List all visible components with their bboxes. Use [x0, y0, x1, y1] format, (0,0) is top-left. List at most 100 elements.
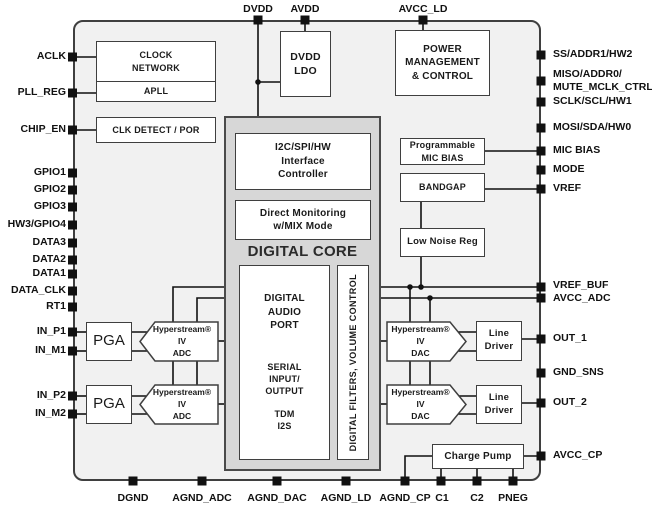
low-noise-reg-block: Low Noise Reg — [400, 228, 485, 257]
pin-label-hw3-gpio4: HW3/GPIO4 — [7, 218, 66, 230]
pin-dgnd — [128, 476, 138, 486]
pin-label-ss-addr1-hw2: SS/ADDR1/HW2 — [553, 48, 633, 60]
junction-dvdd — [255, 79, 261, 85]
pin-label-c2: C2 — [470, 492, 484, 504]
pin-agnd-dac — [272, 476, 282, 486]
pin-avdd — [300, 15, 310, 25]
pin-out2 — [536, 398, 546, 408]
pin-label-mosi-sda-hw0: MOSI/SDA/HW0 — [553, 121, 632, 133]
pin-label-data1: DATA1 — [32, 267, 66, 279]
dap-tdm-i2s-label: TDM I2S — [274, 409, 295, 432]
pin-label-agnd-ld: AGND_LD — [320, 492, 372, 504]
pin-label-agnd-dac: AGND_DAC — [247, 492, 307, 504]
dap-title: DIGITAL AUDIO PORT — [264, 293, 305, 331]
line-driver1-block: Line Driver — [476, 321, 522, 361]
pin-label-dvdd: DVDD — [243, 3, 273, 15]
pin-label-gnd-sns: GND_SNS — [553, 366, 604, 378]
programmable-mic-bias-block: Programmable MIC BIAS — [400, 138, 485, 165]
pin-label-dgnd: DGND — [117, 492, 149, 504]
pin-agnd-cp — [400, 476, 410, 486]
dap-serial-label: SERIAL INPUT/ OUTPUT — [265, 362, 304, 397]
pin-in-m1 — [68, 346, 77, 356]
pin-avcc-adc — [536, 293, 546, 303]
pin-mic-bias — [536, 146, 546, 156]
clock-network-block: CLOCK NETWORK APLL — [96, 41, 216, 102]
pin-mode — [536, 165, 546, 175]
pin-out1 — [536, 334, 546, 344]
pin-label-gpio1: GPIO1 — [33, 166, 66, 178]
digital-filters-block: DIGITAL FILTERS, VOLUME CONTROL — [337, 265, 369, 460]
line-driver2-block: Line Driver — [476, 385, 522, 424]
clk-detect-por-block: CLK DETECT / POR — [96, 117, 216, 143]
pin-label-chip-en: CHIP_EN — [20, 123, 66, 135]
pin-data3 — [68, 238, 77, 248]
wire-chargepump-agnd-cp — [404, 455, 433, 481]
pin-agnd-adc — [197, 476, 207, 486]
digital-audio-port-block: DIGITAL AUDIO PORT SERIAL INPUT/ OUTPUT … — [239, 265, 330, 460]
pin-label-agnd-adc: AGND_ADC — [172, 492, 232, 504]
pin-label-out1: OUT_1 — [553, 332, 587, 344]
adc1-shape — [139, 321, 219, 362]
pin-label-avcc-adc: AVCC_ADC — [553, 292, 611, 304]
wire-adc1-bus-a — [172, 286, 225, 322]
pin-dvdd — [253, 15, 263, 25]
dac2-shape — [386, 384, 467, 425]
dvdd-ldo-block: DVDD LDO — [280, 31, 331, 97]
pin-vref-buf — [536, 282, 546, 292]
pin-label-rt1: RT1 — [46, 300, 66, 312]
pga1-block: PGA — [86, 322, 132, 361]
pin-label-avcc-cp: AVCC_CP — [553, 449, 603, 461]
pin-label-aclk: ACLK — [36, 50, 66, 62]
interface-controller-block: I2C/SPI/HW Interface Controller — [235, 133, 371, 190]
pin-gnd-sns — [536, 368, 546, 378]
pin-pneg — [508, 476, 518, 486]
apll-label: APLL — [97, 81, 215, 101]
pin-label-agnd-cp: AGND_CP — [379, 492, 431, 504]
junction-avcc-adc — [427, 295, 433, 301]
pin-label-gpio2: GPIO2 — [33, 183, 66, 195]
pin-hw3-gpio4 — [68, 220, 77, 230]
pin-label-pneg: PNEG — [498, 492, 528, 504]
pin-label-in-m1: IN_M1 — [35, 344, 66, 356]
junction-vref-buf-b — [418, 284, 424, 290]
pin-in-m2 — [68, 409, 77, 419]
pin-label-avdd: AVDD — [290, 3, 320, 15]
pin-gpio3 — [68, 202, 77, 212]
pin-agnd-ld — [341, 476, 351, 486]
pin-label-pll-reg: PLL_REG — [17, 86, 66, 98]
pin-in-p2 — [68, 391, 77, 401]
pin-sclk-scl-hw1 — [536, 97, 546, 107]
direct-monitoring-block: Direct Monitoring w/MIX Mode — [235, 200, 371, 240]
pin-mosi-sda-hw0 — [536, 123, 546, 133]
adc1-label: Hyperstream® IV ADC — [152, 324, 212, 358]
wires — [73, 20, 541, 481]
junction-dots — [255, 79, 433, 301]
pin-c2 — [472, 476, 482, 486]
pin-data1 — [68, 269, 77, 279]
pin-ss-addr1-hw2 — [536, 50, 546, 60]
wire-adc1-bus-b — [196, 297, 225, 322]
pin-data-clk — [68, 286, 77, 296]
digital-filters-label: DIGITAL FILTERS, VOLUME CONTROL — [347, 273, 358, 452]
pin-label-out2: OUT_2 — [553, 396, 587, 408]
pin-rt1 — [68, 302, 77, 312]
adc2-label: Hyperstream® IV ADC — [152, 387, 212, 421]
pin-label-in-p1: IN_P1 — [36, 325, 66, 337]
pin-label-data2: DATA2 — [32, 253, 66, 265]
pin-label-in-p2: IN_P2 — [36, 389, 66, 401]
pin-label-mode: MODE — [553, 163, 585, 175]
pin-label-vref: VREF — [553, 182, 582, 194]
pin-label-avcc-ld: AVCC_LD — [398, 3, 448, 15]
pin-c1 — [436, 476, 446, 486]
pin-label-mic-bias: MIC BIAS — [553, 144, 601, 156]
pin-aclk — [68, 52, 77, 62]
pin-label-c1: C1 — [435, 492, 449, 504]
pin-label-data-clk: DATA_CLK — [10, 284, 66, 296]
dac1-label: Hyperstream® IV DAC — [391, 324, 450, 358]
pin-pll-reg — [68, 88, 77, 98]
pin-in-p1 — [68, 327, 77, 337]
pin-data2 — [68, 255, 77, 265]
pin-label-in-m2: IN_M2 — [35, 407, 66, 419]
pin-label-sclk-scl-hw1: SCLK/SCL/HW1 — [553, 95, 632, 107]
